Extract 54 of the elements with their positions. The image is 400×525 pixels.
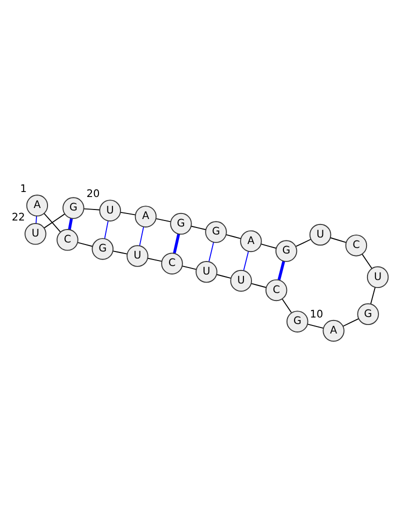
connector	[156, 218, 172, 222]
connector	[296, 238, 312, 247]
connector	[342, 318, 360, 327]
connector	[278, 261, 286, 280]
connector	[182, 266, 197, 270]
node-circle: U	[309, 224, 332, 246]
node-circle: C	[161, 252, 183, 274]
node-circle: A	[26, 194, 48, 216]
node-circle: G	[275, 240, 298, 262]
connector	[362, 254, 372, 269]
connector	[173, 234, 180, 254]
connector	[84, 208, 100, 210]
connector	[44, 214, 66, 228]
node-circle: U	[24, 223, 46, 245]
connector	[330, 237, 346, 243]
node-circle: G	[205, 221, 227, 243]
connector	[120, 212, 136, 216]
connector	[147, 258, 162, 262]
connector	[216, 274, 232, 279]
connector	[208, 242, 214, 262]
node-circle: G	[357, 303, 379, 326]
connector	[139, 226, 144, 246]
connector	[104, 220, 109, 239]
connector	[370, 286, 376, 304]
connector	[243, 250, 249, 271]
connector	[260, 244, 277, 249]
node-circle: C	[345, 234, 368, 256]
node-label: 20	[86, 188, 100, 200]
node-circle: A	[322, 320, 344, 342]
node-circle: C	[56, 229, 78, 251]
node-circle: A	[134, 206, 157, 228]
node-label: 22	[12, 211, 26, 224]
connector	[190, 226, 206, 230]
node-circle: G	[286, 310, 308, 332]
connector	[112, 250, 128, 254]
node-label: 10	[310, 308, 324, 320]
node-circle: G	[62, 197, 84, 219]
node-label: 1	[20, 183, 27, 196]
node-circle: U	[99, 200, 121, 222]
connector	[226, 234, 242, 239]
node-circle: U	[366, 266, 389, 288]
connector	[77, 242, 93, 247]
node-circle: U	[196, 261, 218, 283]
connector	[282, 298, 292, 313]
connector	[44, 213, 61, 232]
connector	[68, 218, 73, 230]
connector	[307, 324, 324, 329]
node-circle: G	[92, 238, 114, 260]
node-circle: U	[126, 245, 148, 267]
node-circle: U	[230, 270, 252, 292]
connector	[251, 283, 267, 288]
node-circle: C	[265, 279, 288, 302]
node-circle: G	[170, 212, 192, 235]
node-circle: A	[240, 230, 262, 252]
